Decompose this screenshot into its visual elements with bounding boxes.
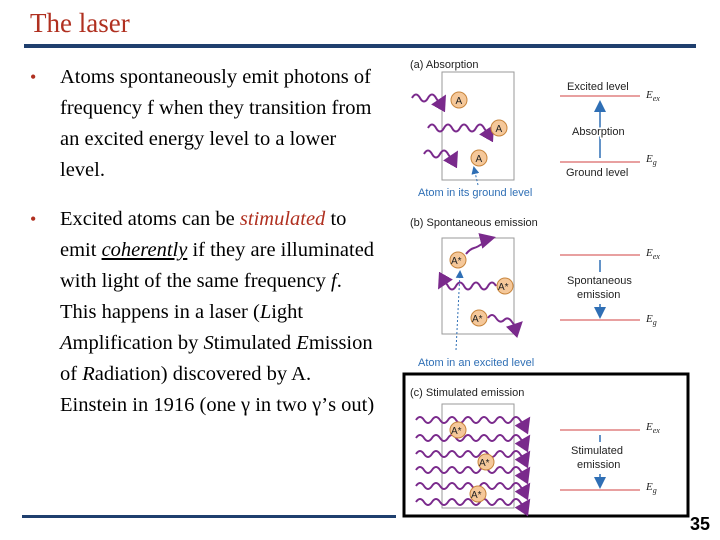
energy-symbol: E: [645, 421, 653, 433]
atom-excited: [470, 309, 488, 327]
atom-label: A*: [471, 490, 482, 501]
emitted-photon-2: [438, 271, 497, 291]
energy-subscript: g: [653, 486, 657, 495]
atom-ground: [450, 91, 468, 109]
text-run: ight: [271, 301, 304, 323]
panel-a-caption: Atom in its ground level: [418, 187, 532, 199]
text-run: . This happens in a laser (: [60, 270, 342, 323]
bullet-text-1: Atoms spontaneously emit photons of freq…: [60, 66, 372, 181]
energy-subscript: g: [653, 318, 657, 327]
energy-lower-label: Eg: [645, 153, 657, 167]
text-run: to emit: [60, 208, 347, 261]
atom-excited: [449, 421, 467, 439]
stimulated-photon-2: [415, 434, 531, 453]
atom-ground: [470, 149, 488, 167]
bullet-text-2: Excited atoms can be stimulated to emit …: [60, 208, 374, 416]
energy-lower-label: Eg: [645, 481, 657, 495]
emitted-photon-3: [487, 314, 523, 339]
energy-symbol: E: [645, 153, 653, 165]
stimulated-photon-3: [415, 450, 531, 469]
incoming-photon-2: [427, 123, 494, 143]
energy-subscript: ex: [653, 94, 661, 103]
acronym-letter-R: R: [82, 363, 95, 385]
text-run: adiation) discovered by A. Einstein in 1…: [60, 363, 375, 416]
atom-excited: [477, 453, 495, 471]
energy-lower-label: Eg: [645, 313, 657, 327]
absorption-label: Absorption: [572, 126, 625, 138]
energy-symbol: E: [645, 481, 653, 493]
text-run: mplification by: [72, 332, 204, 354]
panel-a-box: [441, 71, 515, 181]
energy-upper-label: Eex: [645, 247, 660, 261]
energy-subscript: ex: [653, 252, 661, 261]
excited-level-label: Excited level: [567, 81, 629, 93]
coherently-term: coherently: [101, 239, 188, 261]
acronym-letter-E: E: [296, 332, 309, 354]
atom-excited: [469, 485, 487, 503]
atom-label: A*: [498, 282, 509, 293]
text-run: Excited atoms can be: [60, 208, 240, 230]
stimulated-photon-5: [415, 482, 531, 501]
energy-symbol: E: [645, 313, 653, 325]
page-number: 35: [690, 514, 711, 534]
laser-figure: (a) Absorption A A A Atom in its ground …: [402, 59, 690, 518]
energy-upper-label: Eex: [645, 421, 660, 435]
acronym-letter-S: S: [203, 332, 214, 354]
bullet-marker: •: [30, 67, 37, 87]
panel-b-label: (b) Spontaneous emission: [410, 217, 538, 229]
stimulated-photon-1: [415, 416, 531, 435]
bullet-item-1: • Atoms spontaneously emit photons of fr…: [30, 62, 375, 186]
title-divider: [24, 44, 696, 48]
atom-label: A: [476, 154, 483, 165]
caption-pointer: [471, 166, 480, 186]
atom-label: A*: [451, 256, 462, 267]
atom-label: A*: [472, 314, 483, 325]
atom-excited: [449, 251, 467, 269]
caption-pointer: [455, 270, 464, 351]
panel-absorption: (a) Absorption A A A Atom in its ground …: [410, 59, 660, 199]
emitted-photon-1: [465, 233, 496, 255]
energy-upper-label: Eex: [645, 89, 660, 103]
atom-label: A: [456, 96, 463, 107]
panel-c-label: (c) Stimulated emission: [410, 387, 524, 399]
stimulated-photon-6: [415, 498, 531, 517]
acronym-letter-L: L: [259, 301, 272, 323]
panel-stimulated: (c) Stimulated emission A* A* A* Eex Sti…: [402, 372, 690, 518]
spontaneous-label-1: Spontaneous: [567, 275, 632, 287]
energy-symbol: E: [645, 89, 653, 101]
atom-label: A*: [479, 458, 490, 469]
incoming-photon-1: [411, 93, 446, 113]
energy-symbol: E: [645, 247, 653, 259]
atom-ground: [490, 119, 508, 137]
ground-level-label: Ground level: [566, 167, 628, 179]
panel-a-label: (a) Absorption: [410, 59, 478, 71]
stimulated-label-1: Stimulated: [571, 445, 623, 457]
text-run: mission of: [60, 332, 373, 385]
spontaneous-label-2: emission: [577, 289, 620, 301]
panel-b-caption: Atom in an excited level: [418, 357, 534, 369]
bullet-marker: •: [30, 209, 37, 229]
stimulated-label-2: emission: [577, 459, 620, 471]
panel-c-frame: [402, 372, 690, 518]
bullet-list: • Atoms spontaneously emit photons of fr…: [30, 62, 375, 421]
atom-excited: [496, 277, 514, 295]
bottom-divider: [22, 515, 396, 518]
energy-subscript: ex: [653, 426, 661, 435]
bullet-item-2: • Excited atoms can be stimulated to emi…: [30, 204, 375, 421]
stimulated-term: stimulated: [239, 208, 326, 230]
energy-subscript: g: [653, 158, 657, 167]
atom-label: A: [496, 124, 503, 135]
atom-label: A*: [451, 426, 462, 437]
slide-title: The laser: [30, 8, 130, 38]
panel-spontaneous: (b) Spontaneous emission A* A* A* Atom i…: [410, 217, 660, 369]
text-run: if they are illuminated with light of th…: [60, 239, 375, 292]
frequency-symbol: f: [330, 270, 337, 292]
stimulated-photon-4: [415, 466, 531, 485]
acronym-letter-A: A: [60, 332, 73, 354]
incoming-photon-3: [423, 149, 458, 169]
text-run: timulated: [213, 332, 297, 354]
